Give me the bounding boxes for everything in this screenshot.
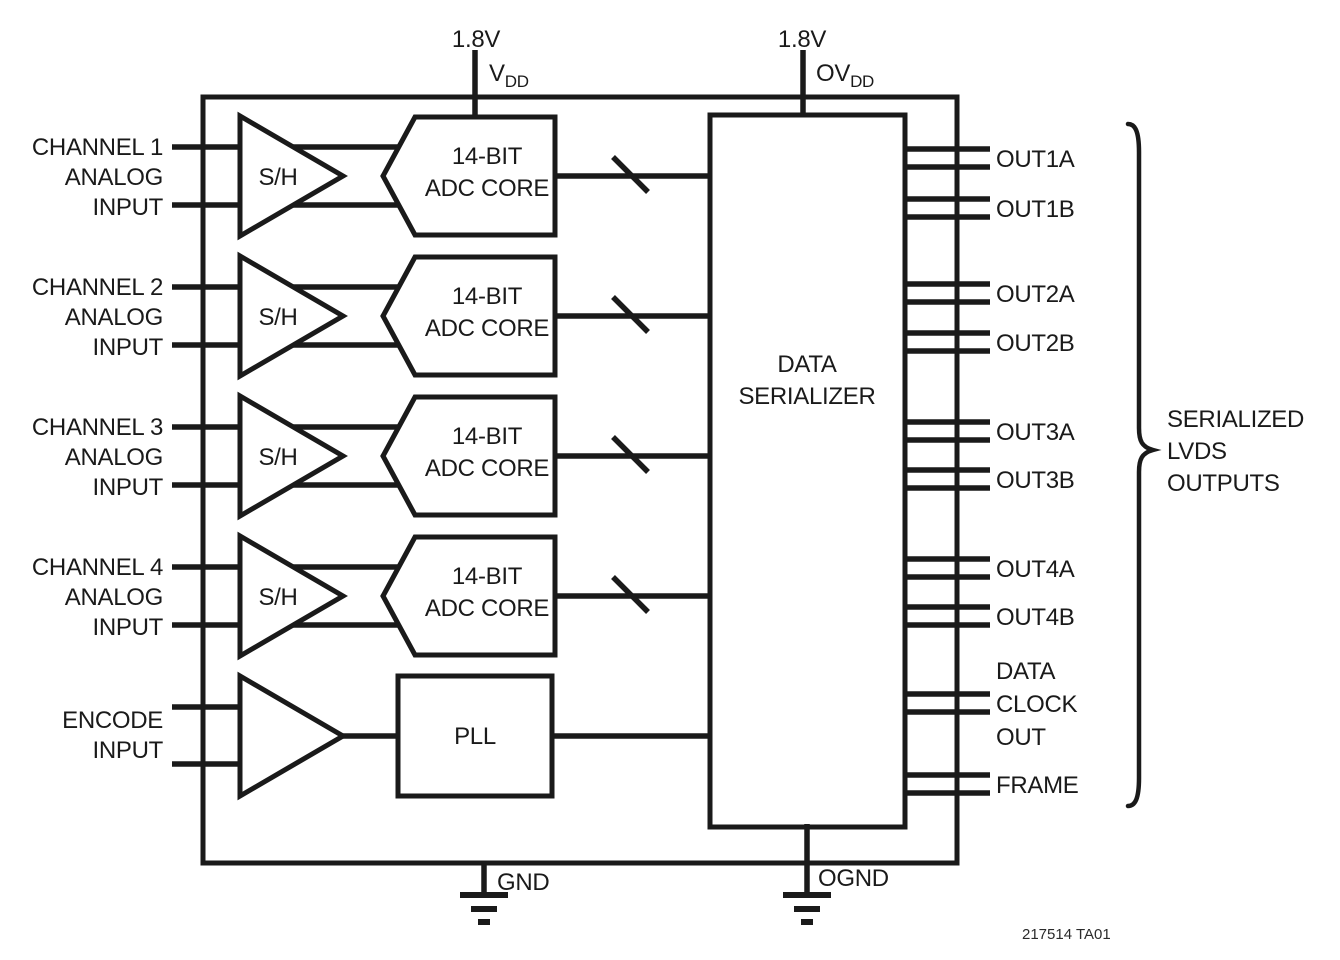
channel-4-label-line3: INPUT — [92, 614, 163, 641]
channel-2-row: CHANNEL 2 ANALOG INPUT S/H 14-BIT ADC CO… — [32, 251, 716, 381]
channel-3-adc-label-line2: ADC CORE — [425, 455, 549, 482]
pin-label-data-clock-line2: CLOCK — [996, 691, 1077, 718]
channel-4-label-line2: ANALOG — [65, 584, 163, 611]
channel-1-adc-label-line2: ADC CORE — [425, 175, 549, 202]
channel-3-row: CHANNEL 3 ANALOG INPUT S/H 14-BIT ADC CO… — [32, 391, 716, 521]
vdd-pin-label: VDD — [489, 60, 529, 91]
pin-label-out3a: OUT3A — [996, 419, 1075, 446]
ognd-label: OGND — [818, 865, 889, 892]
serializer-label-line1: DATA — [777, 351, 837, 378]
pin-label-data-clock-line3: OUT — [996, 724, 1046, 751]
pll-label: PLL — [454, 723, 496, 750]
output-pair-out3a — [905, 419, 990, 443]
channel-1-adc-label-line1: 14-BIT — [452, 143, 523, 170]
channel-4-adc-label-line2: ADC CORE — [425, 595, 549, 622]
chip-outline — [200, 94, 960, 866]
lvds-outputs-brace — [1125, 121, 1162, 809]
channel-2-sh-amplifier — [237, 251, 348, 381]
serializer-label-line2: SERIALIZER — [738, 383, 875, 410]
gnd-symbol: GND — [460, 861, 550, 925]
channel-3-label-line2: ANALOG — [65, 444, 163, 471]
channel-1-adc-core-block — [380, 114, 558, 238]
brace-label-line3: OUTPUTS — [1167, 470, 1280, 497]
channel-4-bus-slash — [611, 575, 650, 614]
part-number-tag: 217514 TA01 — [1022, 926, 1111, 943]
channel-1-label-line2: ANALOG — [65, 164, 163, 191]
vdd-supply-label: 1.8V VDD — [452, 26, 529, 91]
output-pair-out1a — [905, 146, 990, 170]
output-pair-out3b — [905, 467, 990, 491]
encode-buffer-amplifier — [237, 671, 348, 801]
channel-4-sh-label: S/H — [258, 584, 297, 611]
ognd-symbol: OGND — [783, 824, 889, 925]
channel-1-sh-label: S/H — [258, 164, 297, 191]
pin-label-frame: FRAME — [996, 772, 1079, 799]
output-pair-out2a — [905, 281, 990, 305]
data-serializer: DATA SERIALIZER — [707, 112, 908, 830]
pin-label-out3b: OUT3B — [996, 467, 1075, 494]
channel-3-label-line3: INPUT — [92, 474, 163, 501]
pin-label-out4b: OUT4B — [996, 604, 1075, 631]
channel-1-row: CHANNEL 1 ANALOG INPUT S/H 14-BIT ADC CO… — [32, 111, 716, 241]
channel-4-adc-label-line1: 14-BIT — [452, 563, 523, 590]
encode-pll-row: ENCODE INPUT PLL — [62, 671, 716, 801]
encode-label-line1: ENCODE — [62, 707, 163, 734]
channel-4-label-line1: CHANNEL 4 — [32, 554, 163, 581]
channel-3-adc-label-line1: 14-BIT — [452, 423, 523, 450]
pin-label-out4a: OUT4A — [996, 556, 1075, 583]
gnd-label: GND — [497, 869, 549, 896]
ovdd-voltage-label: 1.8V — [778, 26, 826, 53]
pll-block — [395, 673, 555, 799]
lvds-outputs-group-label: SERIALIZED LVDS OUTPUTS — [1167, 406, 1304, 497]
channel-2-label-line1: CHANNEL 2 — [32, 274, 163, 301]
channel-3-sh-amplifier — [237, 391, 348, 521]
pin-label-out2a: OUT2A — [996, 281, 1075, 308]
encode-label-line2: INPUT — [92, 737, 163, 764]
vdd-voltage-label: 1.8V — [452, 26, 500, 53]
channel-4-adc-core-block — [380, 534, 558, 658]
pin-label-out1a: OUT1A — [996, 146, 1075, 173]
channel-4-row: CHANNEL 4 ANALOG INPUT S/H 14-BIT ADC CO… — [32, 531, 716, 661]
channel-2-label-line2: ANALOG — [65, 304, 163, 331]
output-pair-out2b — [905, 330, 990, 354]
brace-label-line2: LVDS — [1167, 438, 1227, 465]
channel-3-adc-core-block — [380, 394, 558, 518]
data-serializer-block — [707, 112, 908, 830]
channel-3-label-line1: CHANNEL 3 — [32, 414, 163, 441]
channel-1-label-line3: INPUT — [92, 194, 163, 221]
output-pair-data-clock-out — [905, 691, 990, 715]
channel-1-sh-amplifier — [237, 111, 348, 241]
output-pin-labels: OUT1A OUT1B OUT2A OUT2B OUT3A OUT3B OUT4… — [996, 146, 1079, 799]
channel-2-adc-core-block — [380, 254, 558, 378]
channel-4-sh-amplifier — [237, 531, 348, 661]
channel-2-adc-label-line1: 14-BIT — [452, 283, 523, 310]
pin-label-out2b: OUT2B — [996, 330, 1075, 357]
output-pair-frame — [905, 772, 990, 796]
ovdd-pin-label: OVDD — [816, 60, 874, 91]
lvds-output-pairs — [905, 146, 990, 796]
output-pair-out1b — [905, 196, 990, 220]
ovdd-supply-label: 1.8V OVDD — [778, 26, 874, 91]
channel-3-bus-slash — [611, 435, 650, 474]
channel-2-adc-label-line2: ADC CORE — [425, 315, 549, 342]
channel-1-label-line1: CHANNEL 1 — [32, 134, 163, 161]
pin-label-out1b: OUT1B — [996, 196, 1075, 223]
brace-label-line1: SERIALIZED — [1167, 406, 1304, 433]
channel-2-label-line3: INPUT — [92, 334, 163, 361]
output-pair-out4a — [905, 556, 990, 580]
channel-1-bus-slash — [611, 155, 650, 194]
output-pair-out4b — [905, 604, 990, 628]
channel-3-sh-label: S/H — [258, 444, 297, 471]
pin-label-data-clock-line1: DATA — [996, 658, 1056, 685]
channel-2-sh-label: S/H — [258, 304, 297, 331]
channel-2-bus-slash — [611, 295, 650, 334]
